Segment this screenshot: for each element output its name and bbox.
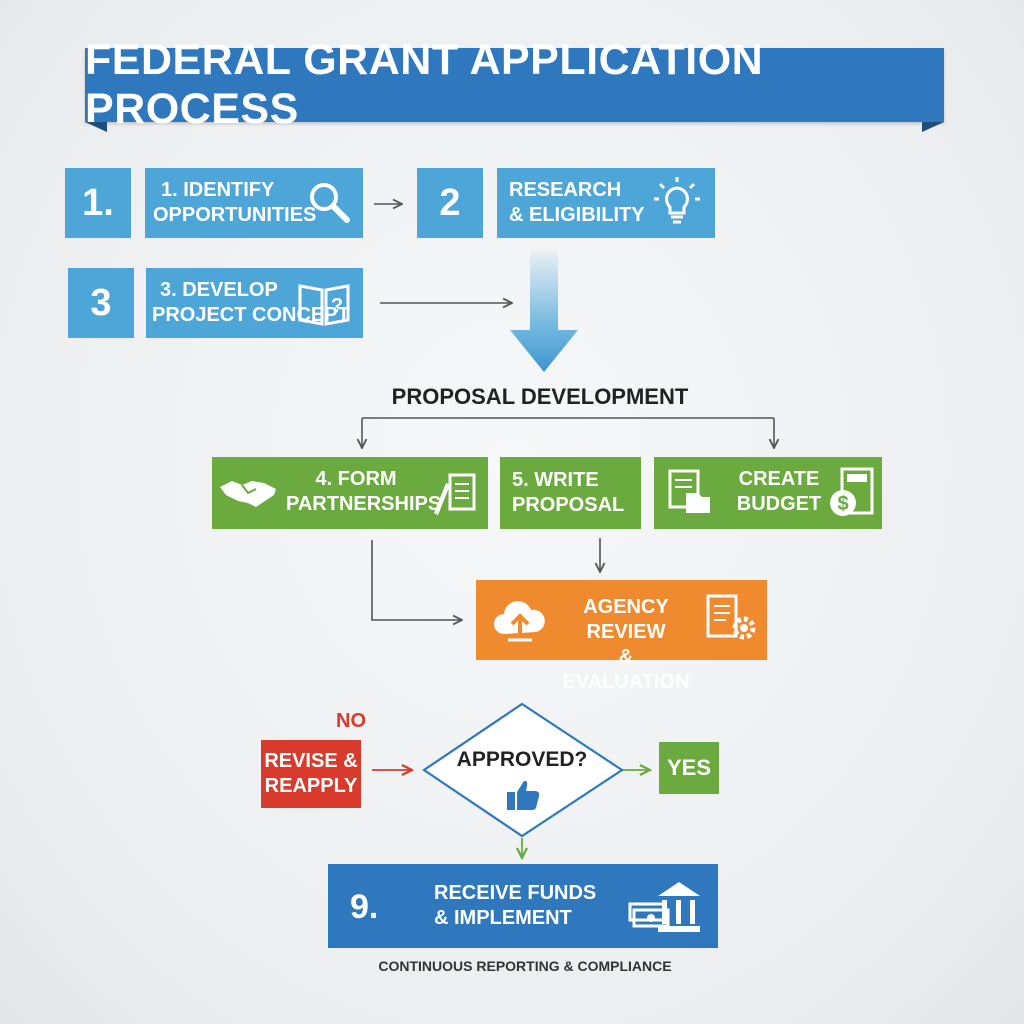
cloud-upload-icon [494, 601, 545, 642]
step4-box: 4. FORM PARTNERSHIPS [212, 457, 488, 529]
step2-number: 2 [439, 181, 461, 224]
svg-text:$: $ [837, 493, 848, 515]
step2-line2: & ELIGIBILITY [509, 204, 645, 226]
document-gear-icon [706, 594, 756, 640]
step3-number: 3 [90, 281, 112, 324]
branch-connector [362, 417, 774, 448]
big-down-arrow [510, 250, 578, 372]
agency-review-box: AGENCY REVIEW & EVALUATION [476, 580, 767, 693]
pen-document-icon [434, 473, 476, 515]
magnifier-icon [310, 183, 350, 223]
proposal-development-label: PROPOSAL DEVELOPMENT [391, 384, 689, 409]
step6-line1: CREATE [738, 468, 820, 490]
title-banner: FEDERAL GRANT APPLICATION PROCESS [85, 36, 944, 133]
open-book-question-icon: ? [298, 284, 350, 326]
revise-line2: REAPPLY [264, 775, 358, 797]
step1-line2: OPPORTUNITIES [153, 204, 317, 226]
step9-line1: RECEIVE FUNDS [434, 882, 597, 904]
review-line2: & EVALUATION [562, 646, 690, 693]
step4-line1: 4. FORM [315, 468, 397, 490]
step9-box: 9. RECEIVE FUNDS & IMPLEMENT [328, 864, 718, 948]
step5-line2: PROPOSAL [512, 494, 625, 516]
document-folder-icon [668, 469, 710, 513]
banner-fold-right [922, 122, 944, 132]
step5-line1: 5. WRITE [512, 469, 599, 491]
step2-line1: RESEARCH [509, 179, 622, 201]
yes-label: YES [666, 755, 712, 780]
step1-number: 1. [82, 181, 114, 224]
step5-box: 5. WRITE PROPOSAL [500, 457, 641, 529]
step1-number-box: 1. [65, 168, 131, 238]
step3-line1: 3. DEVELOP [160, 279, 278, 301]
svg-text:?: ? [331, 295, 343, 317]
step4-line2: PARTNERSHIPS [286, 493, 442, 515]
page-title: FEDERAL GRANT APPLICATION PROCESS [85, 36, 764, 133]
step6-box: CREATE BUDGET $ [654, 457, 882, 529]
no-label: NO [336, 710, 366, 732]
step9-line2: & IMPLEMENT [434, 907, 572, 929]
step2-number-box: 2 [417, 168, 483, 238]
yes-box: YES [659, 742, 719, 794]
calculator-dollar-icon: $ [830, 467, 874, 516]
step6-line2: BUDGET [736, 493, 822, 515]
step2-box: RESEARCH & ELIGIBILITY [497, 168, 715, 238]
step9-number: 9. [350, 888, 379, 926]
step1-box: 1. IDENTIFY OPPORTUNITIES [145, 168, 363, 238]
revise-line1: REVISE & [264, 750, 358, 772]
step3-box: 3. DEVELOP PROJECT CONCEPT ? [146, 268, 363, 338]
thumbs-up-icon [507, 780, 540, 810]
step1-line1: 1. IDENTIFY [161, 179, 275, 201]
decision-question: APPROVED? [456, 748, 588, 771]
arrow-partnerships-to-review [371, 540, 462, 620]
lightbulb-icon [654, 177, 700, 224]
money-bank-icon [628, 882, 700, 932]
banner-fold-left [85, 122, 107, 132]
review-line1: AGENCY REVIEW [583, 596, 669, 643]
decision-diamond [422, 702, 624, 838]
revise-box: REVISE & REAPPLY [261, 740, 361, 808]
handshake-icon [220, 481, 276, 507]
footer-caption: CONTINUOUS REPORTING & COMPLIANCE [378, 958, 672, 974]
step3-number-box: 3 [68, 268, 134, 338]
